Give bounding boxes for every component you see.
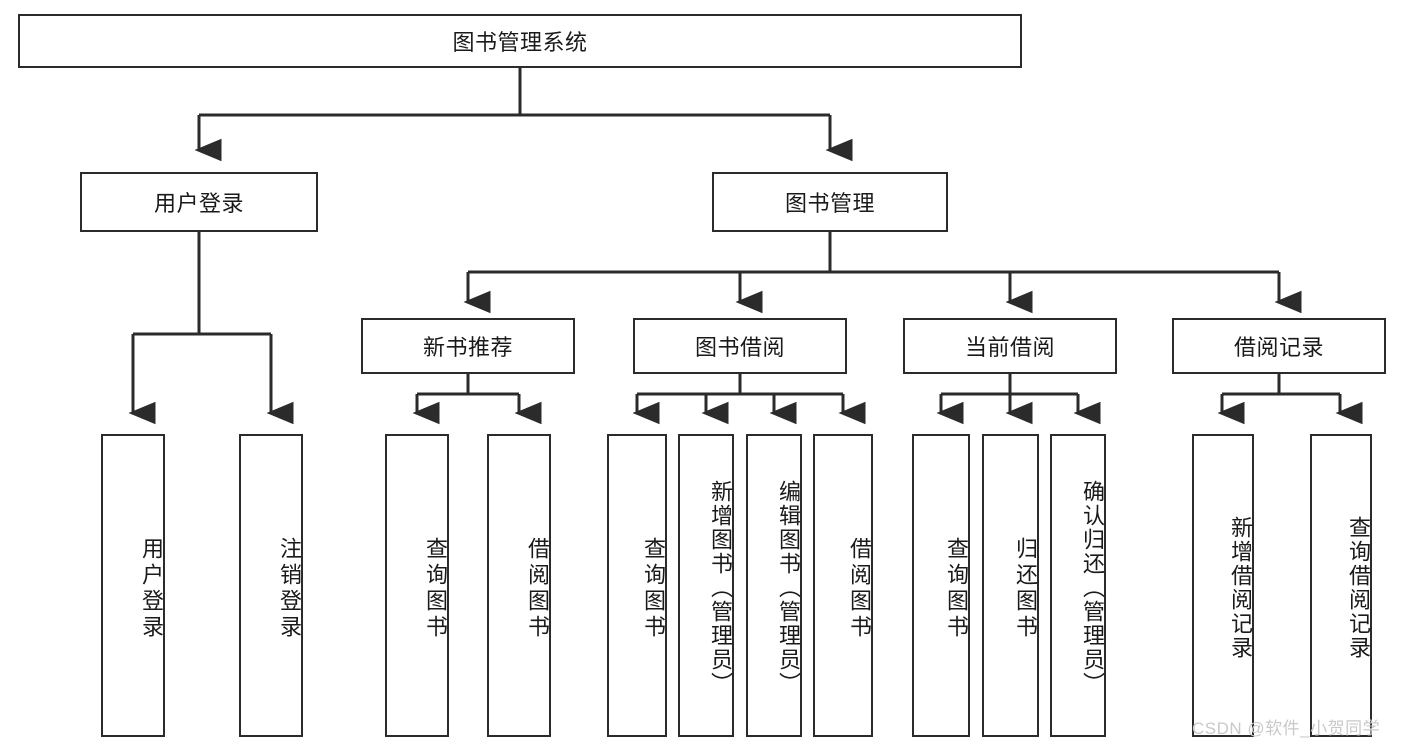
leaf-borrow-edit-book-admin[interactable]: 编辑图书（管理员） [746, 434, 802, 737]
node-label: 当前借阅 [964, 335, 1055, 360]
node-label: 查询图书 [423, 536, 448, 641]
leaf-current-query-book[interactable]: 查询图书 [912, 434, 970, 737]
leaf-borrow-add-book-admin[interactable]: 新增图书（管理员） [678, 434, 734, 737]
leaf-borrow-borrow-book[interactable]: 借阅图书 [813, 434, 873, 737]
csdn-watermark: CSDN @软件_小贺同学 [1192, 719, 1381, 738]
node-label: 编辑图书（管理员） [776, 479, 801, 696]
leaf-user-logout[interactable]: 注销登录 [239, 434, 303, 737]
node-label: 归还图书 [1013, 536, 1038, 641]
node-label: 用户登录 [139, 536, 164, 641]
node-label: 图书管理 [784, 191, 875, 216]
node-label: 查询图书 [641, 536, 666, 641]
node-label: 借阅记录 [1233, 335, 1324, 360]
leaf-borrow-query-book[interactable]: 查询图书 [607, 434, 667, 737]
node-root-system[interactable]: 图书管理系统 [18, 14, 1022, 68]
node-new-book-recommend[interactable]: 新书推荐 [361, 318, 575, 374]
node-borrow-record[interactable]: 借阅记录 [1172, 318, 1386, 374]
node-label: 借阅图书 [525, 536, 550, 641]
node-label: 图书借阅 [694, 335, 785, 360]
leaf-current-return-book[interactable]: 归还图书 [982, 434, 1039, 737]
leaf-current-confirm-return-admin[interactable]: 确认归还（管理员） [1050, 434, 1106, 737]
leaf-recommend-query-book[interactable]: 查询图书 [385, 434, 449, 737]
leaf-recommend-borrow-book[interactable]: 借阅图书 [487, 434, 551, 737]
node-label: 新增借阅记录 [1228, 515, 1253, 660]
leaf-record-add-borrow-record[interactable]: 新增借阅记录 [1192, 434, 1254, 737]
node-label: 新书推荐 [422, 335, 513, 360]
node-label: 确认归还（管理员） [1080, 479, 1105, 696]
node-label: 用户登录 [153, 191, 244, 216]
node-book-management[interactable]: 图书管理 [712, 172, 948, 232]
node-label: 图书管理系统 [452, 30, 588, 55]
node-book-borrow[interactable]: 图书借阅 [633, 318, 847, 374]
leaf-user-login[interactable]: 用户登录 [101, 434, 165, 737]
node-label: 借阅图书 [847, 536, 872, 641]
node-label: 查询借阅记录 [1346, 515, 1371, 660]
node-label: 查询图书 [944, 536, 969, 641]
node-label: 新增图书（管理员） [708, 479, 733, 696]
leaf-record-query-borrow-record[interactable]: 查询借阅记录 [1310, 434, 1372, 737]
node-current-borrow[interactable]: 当前借阅 [903, 318, 1117, 374]
node-user-login[interactable]: 用户登录 [80, 172, 318, 232]
node-label: 注销登录 [277, 536, 302, 641]
